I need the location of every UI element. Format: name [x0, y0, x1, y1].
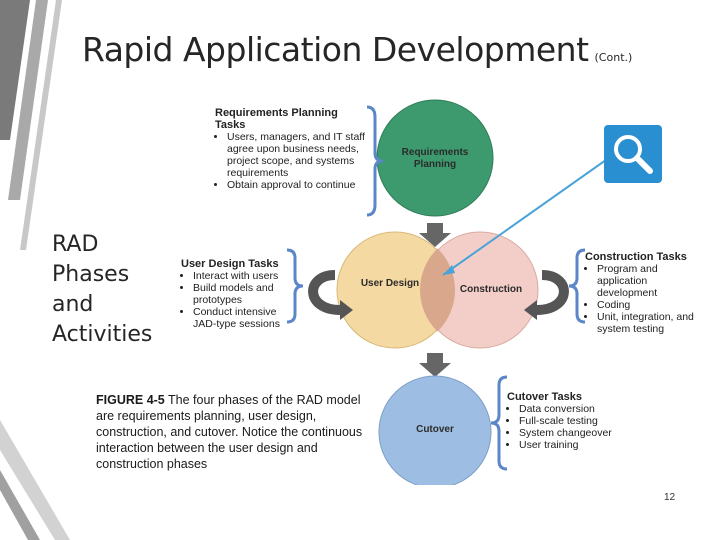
slide-title: Rapid Application Development (Cont.)	[82, 30, 632, 69]
overlap-area	[420, 248, 455, 332]
caption-text: The four phases of the RAD model are req…	[96, 393, 363, 471]
bracket-requirements	[366, 105, 384, 217]
phase-label-cutover: Cutover	[416, 424, 454, 435]
page-number: 12	[664, 492, 676, 503]
list-item: Unit, integration, and system testing	[597, 311, 697, 335]
bracket-construction	[568, 248, 586, 324]
cutover-tasks: Cutover Tasks Data conversion Full-scale…	[507, 391, 657, 451]
bracket-user-design	[286, 248, 304, 324]
pointer-arrowhead	[443, 265, 455, 275]
list-item: User training	[519, 439, 657, 451]
list-item: Program and application development	[597, 263, 697, 299]
down-arrow-1	[419, 223, 451, 247]
requirements-tasks-title: Requirements Planning Tasks	[215, 107, 338, 131]
list-item: System changeover	[519, 427, 657, 439]
cutover-tasks-title: Cutover Tasks	[507, 391, 582, 403]
down-arrow-2	[419, 353, 451, 377]
requirements-tasks: Requirements Planning Tasks Users, manag…	[215, 107, 365, 191]
list-item: Obtain approval to continue	[227, 179, 365, 191]
phase-label-construction: Construction	[459, 284, 523, 295]
title-suffix: (Cont.)	[594, 51, 633, 64]
user-design-tasks: User Design Tasks Interact with users Bu…	[181, 258, 293, 330]
left-cycle-arrow	[308, 270, 341, 315]
side-label-line: Phases	[52, 262, 130, 287]
rad-figure: Requirements Planning Tasks Users, manag…	[155, 95, 700, 485]
phase-label-requirements: Requirements Planning	[401, 147, 469, 170]
side-label-line: Activities	[52, 322, 153, 347]
title-main: Rapid Application Development	[82, 30, 589, 69]
construction-tasks: Construction Tasks Program and applicati…	[585, 251, 697, 335]
list-item: Conduct intensive JAD-type sessions	[193, 306, 293, 330]
rad-diagram-shapes	[286, 99, 614, 485]
list-item: Data conversion	[519, 403, 657, 415]
list-item: Users, managers, and IT staff agree upon…	[227, 131, 365, 179]
left-cycle-arrowhead	[340, 300, 353, 320]
figure-caption: FIGURE 4-5 The four phases of the RAD mo…	[96, 392, 381, 472]
list-item: Build models and prototypes	[193, 282, 293, 306]
bracket-cutover	[490, 375, 508, 471]
user-design-tasks-title: User Design Tasks	[181, 258, 279, 270]
side-label-line: RAD	[52, 232, 99, 257]
right-cycle-arrow	[536, 270, 569, 315]
magnifier-icon-graphic	[604, 125, 662, 183]
list-item: Coding	[597, 299, 697, 311]
caption-label: FIGURE 4-5	[96, 393, 165, 407]
pointer-line	[442, 154, 614, 276]
right-cycle-arrowhead	[524, 300, 537, 320]
construction-tasks-title: Construction Tasks	[585, 251, 687, 263]
side-label: RAD Phases and Activities	[52, 230, 162, 350]
list-item: Full-scale testing	[519, 415, 657, 427]
side-label-line: and	[52, 292, 94, 317]
phase-label-user-design: User Design	[360, 278, 420, 289]
magnifier-icon[interactable]	[604, 125, 662, 183]
cutover-circle	[378, 375, 492, 485]
list-item: Interact with users	[193, 270, 293, 282]
